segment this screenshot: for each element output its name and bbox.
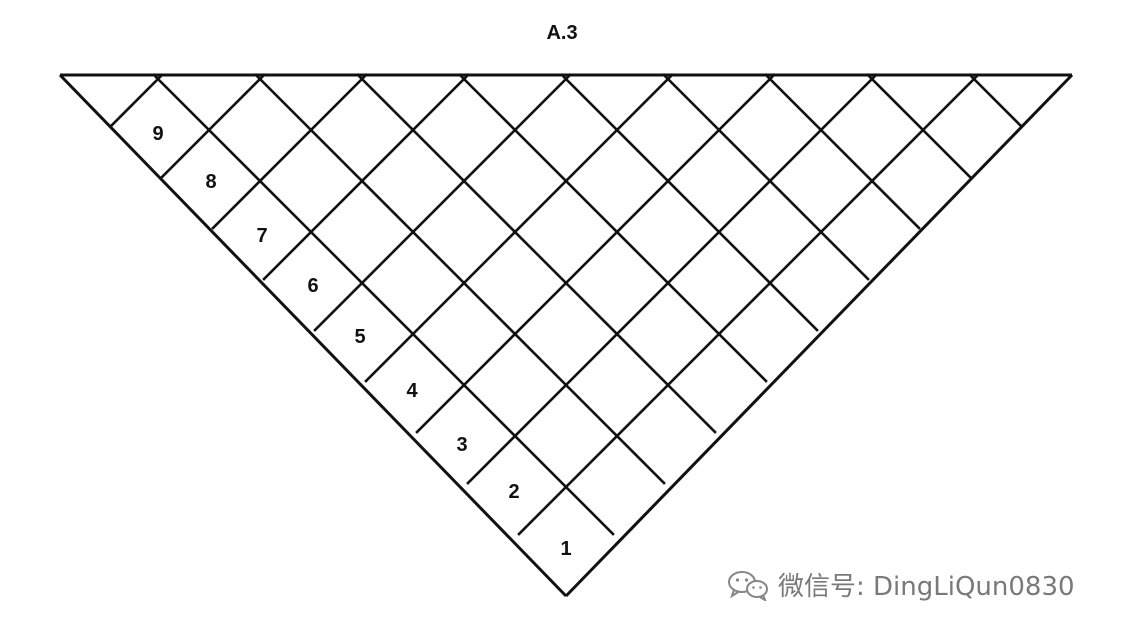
watermark-text: 微信号: DingLiQun0830: [778, 572, 1075, 602]
cell-number-8: 8: [205, 171, 216, 193]
wechat-icon: [726, 569, 770, 601]
cell-number-6: 6: [307, 275, 318, 297]
cell-number-1: 1: [560, 538, 571, 560]
cell-numbers: 1 2 3 4 5 6 7 8 9: [152, 123, 571, 560]
grid-line-down-left: [313, 73, 572, 332]
grid-line-down-right: [764, 73, 921, 230]
grid-line-down-right: [254, 73, 666, 485]
grid-line-down-right: [152, 73, 615, 536]
grid-line-down-right: [662, 73, 870, 281]
grid-line-down-right: [356, 73, 717, 434]
grid-line-down-right: [458, 73, 768, 383]
triangle-outline: [58, 73, 1074, 598]
grid-line-down-left: [109, 73, 164, 128]
grid-line-down-left: [415, 73, 776, 434]
grid-lines: [109, 73, 1023, 536]
cell-number-7: 7: [256, 225, 267, 247]
grid-line-down-right: [866, 73, 972, 179]
grid-line-down-left: [211, 73, 368, 230]
diagram-title: A.3: [546, 22, 578, 44]
grid-line-down-left: [160, 73, 266, 179]
cell-number-3: 3: [456, 434, 467, 456]
triangle-right-edge: [564, 73, 1074, 598]
grid-line-down-right: [968, 73, 1023, 128]
triangle-left-edge: [58, 73, 568, 598]
cell-number-2: 2: [508, 481, 519, 503]
grid-line-down-right: [560, 73, 819, 332]
cell-number-9: 9: [152, 123, 163, 145]
watermark: 微信号: DingLiQun0830: [726, 566, 1075, 603]
grid-line-down-left: [262, 73, 470, 281]
cell-number-5: 5: [354, 326, 365, 348]
grid-line-down-left: [466, 73, 878, 485]
grid-line-down-left: [364, 73, 674, 383]
grid-line-down-left: [517, 73, 980, 536]
cell-number-4: 4: [406, 380, 418, 402]
